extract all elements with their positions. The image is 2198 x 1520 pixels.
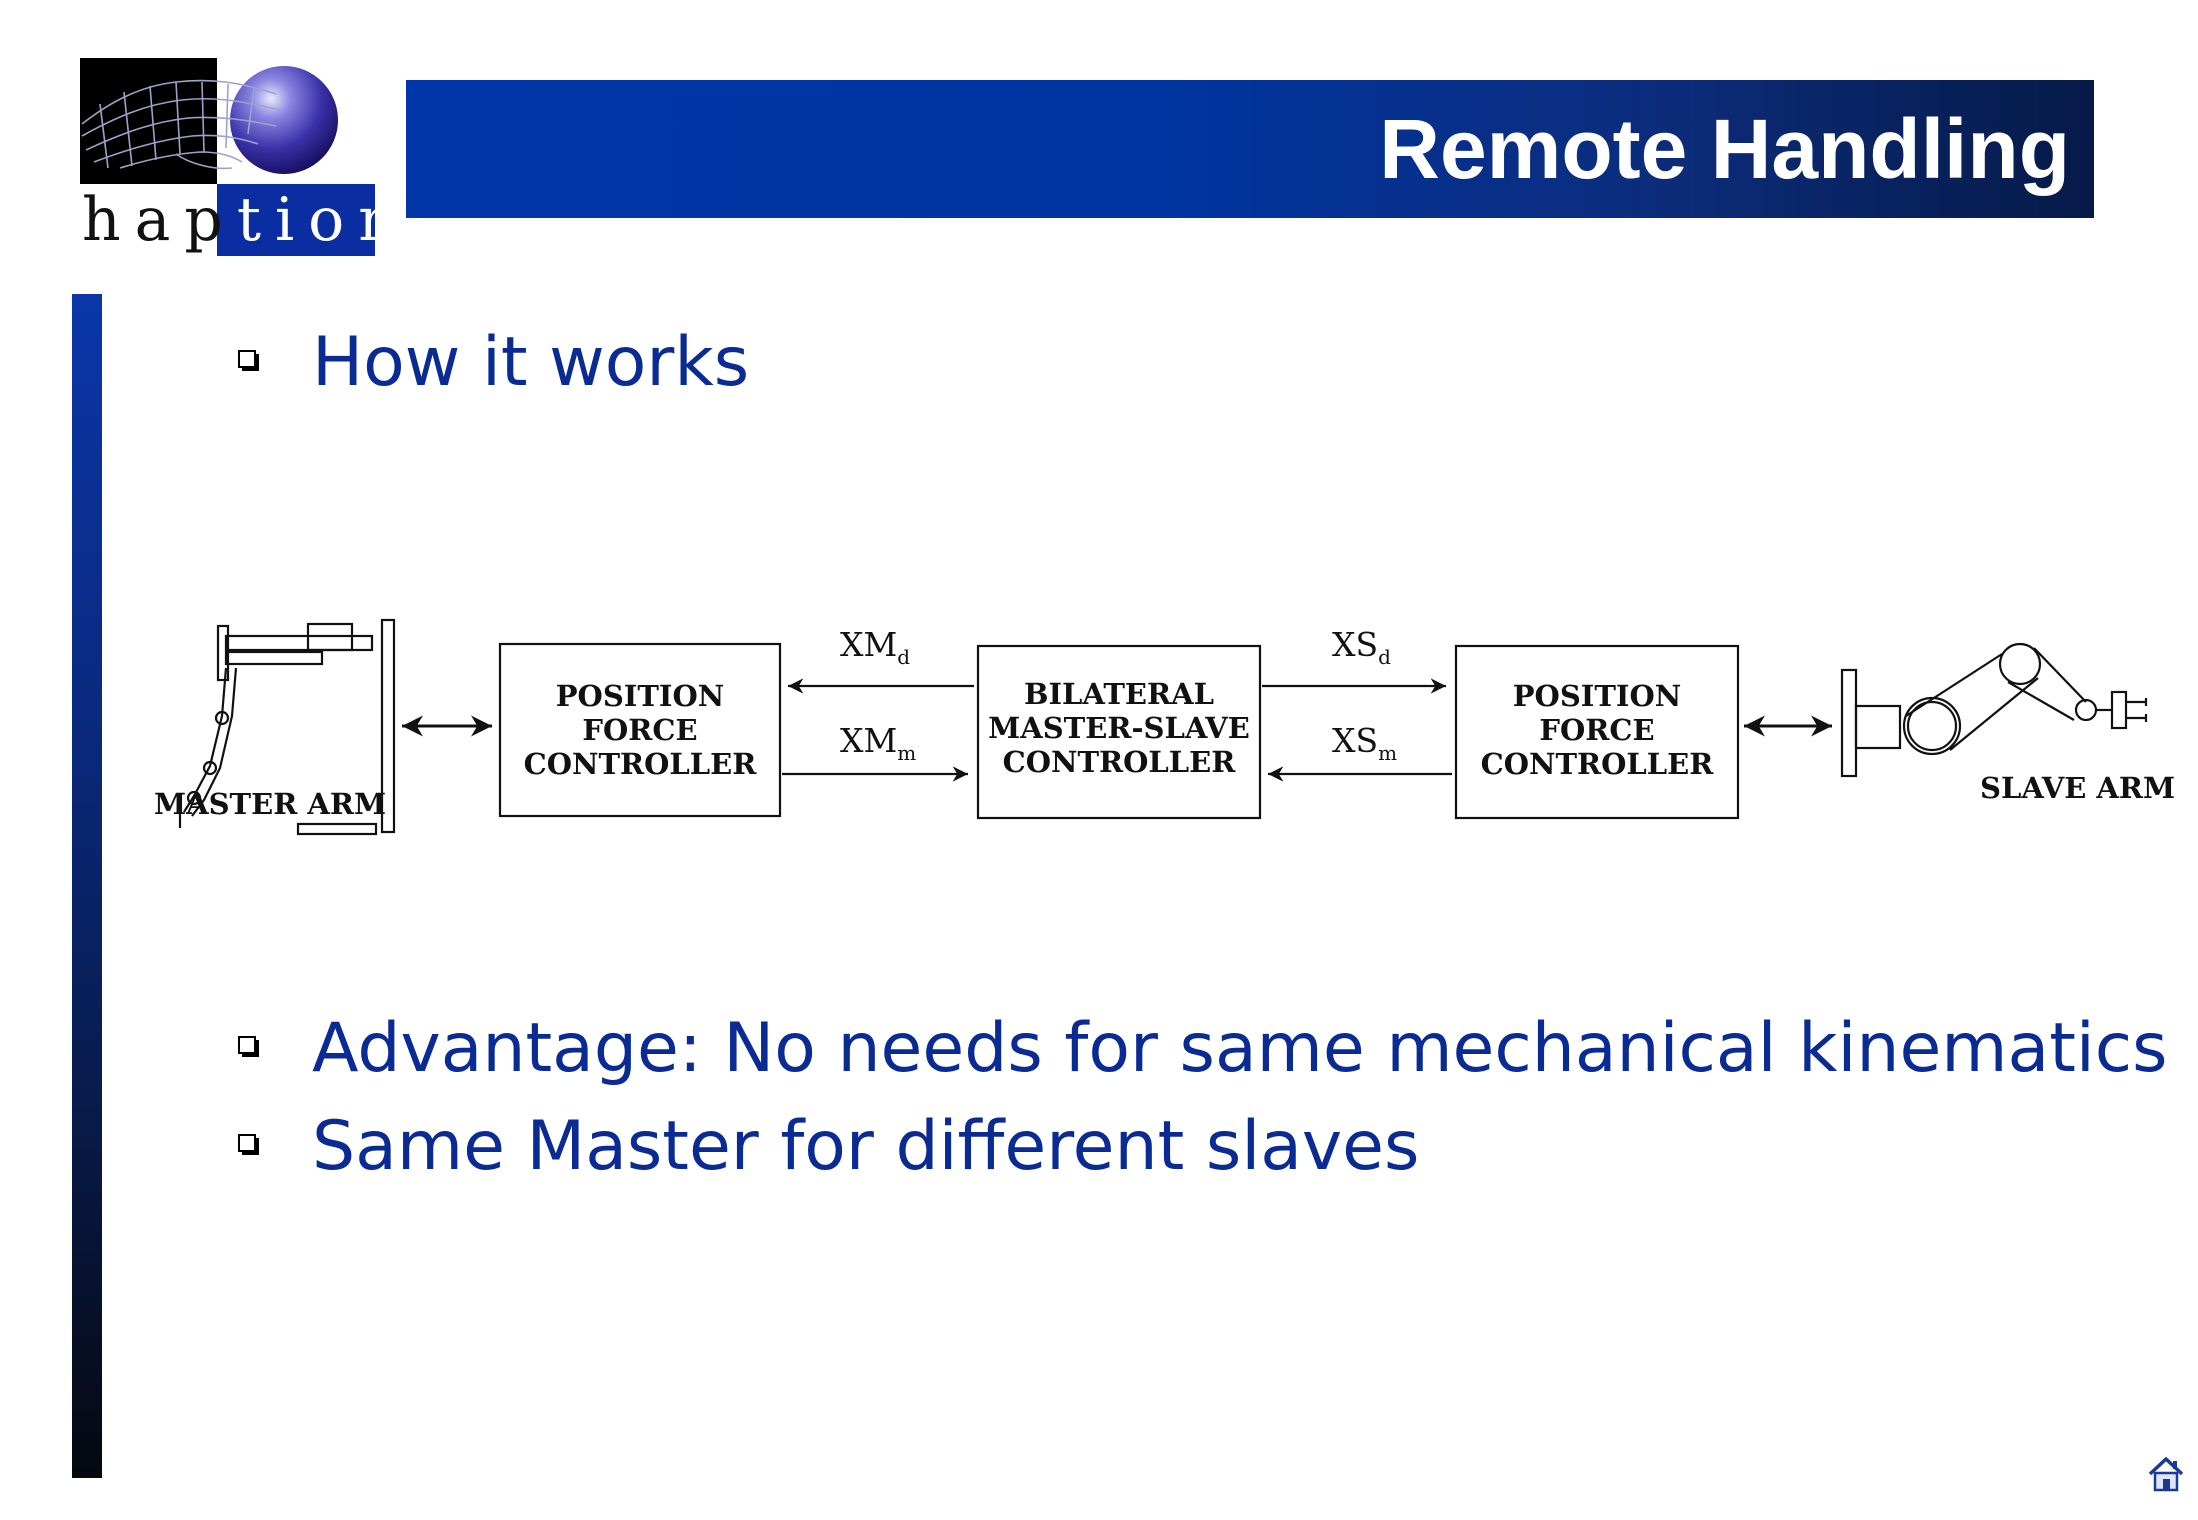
xsd-sub: d <box>1378 645 1391 669</box>
logo-hand-icon <box>81 79 281 170</box>
page-title: Remote Handling <box>1379 102 2070 196</box>
logo-wordmark-light: tion <box>236 185 411 255</box>
logo-blue-block <box>217 184 375 256</box>
diagram-svg: MASTER ARM POSITION FORCE CONTROLLER XMd… <box>154 618 2175 836</box>
left-controller-line-3: CONTROLLER <box>524 747 758 781</box>
left-controller-line-2: FORCE <box>582 713 697 747</box>
center-controller-line-2: MASTER-SLAVE <box>988 711 1250 745</box>
left-controller-line-1: POSITION <box>556 679 725 713</box>
bullet-text: How it works <box>312 323 750 402</box>
logo-wordmark: haption <box>82 185 397 255</box>
master-arm-drawing <box>178 618 396 836</box>
bullet-text: Advantage: No needs for same mechanical … <box>312 1009 2168 1088</box>
xsm-sub: m <box>1378 741 1397 765</box>
xsm-base: XS <box>1332 721 1378 760</box>
right-controller-box <box>1454 644 1740 820</box>
center-controller-box <box>976 644 1262 820</box>
xmm-base: XM <box>840 721 897 760</box>
home-icon[interactable] <box>2146 1454 2186 1494</box>
bullet-text: Same Master for different slaves <box>312 1107 1420 1186</box>
xsd-label: XSd <box>1332 625 1391 669</box>
side-accent-bar <box>72 294 102 1478</box>
checkbox-bullet-icon <box>238 1036 260 1058</box>
checkbox-bullet-icon <box>238 1134 260 1156</box>
center-controller-line-1: BILATERAL <box>1024 677 1214 711</box>
right-controller-line-2: FORCE <box>1539 713 1654 747</box>
slave-arm-drawing <box>1840 642 2148 778</box>
slave-arm-label: SLAVE ARM <box>1980 771 2175 805</box>
checkbox-bullet-icon <box>238 350 260 372</box>
right-controller-line-3: CONTROLLER <box>1481 747 1715 781</box>
logo-sphere-icon <box>230 66 338 174</box>
xmd-sub: d <box>897 645 910 669</box>
xsd-base: XS <box>1332 625 1378 664</box>
xmd-base: XM <box>840 625 897 664</box>
title-bar: Remote Handling <box>406 80 2094 218</box>
master-slave-diagram: MASTER ARM POSITION FORCE CONTROLLER XMd… <box>140 606 2198 866</box>
xsm-label: XSm <box>1332 721 1397 765</box>
center-controller-line-3: CONTROLLER <box>1003 745 1237 779</box>
xmd-label: XMd <box>840 625 910 669</box>
haption-logo: haption <box>80 58 397 256</box>
logo-wordmark-dark: hap <box>82 185 237 255</box>
left-controller-box <box>498 642 782 818</box>
xmm-sub: m <box>897 741 916 765</box>
master-arm-label: MASTER ARM <box>154 787 386 821</box>
xmm-label: XMm <box>840 721 916 765</box>
right-controller-line-1: POSITION <box>1513 679 1682 713</box>
